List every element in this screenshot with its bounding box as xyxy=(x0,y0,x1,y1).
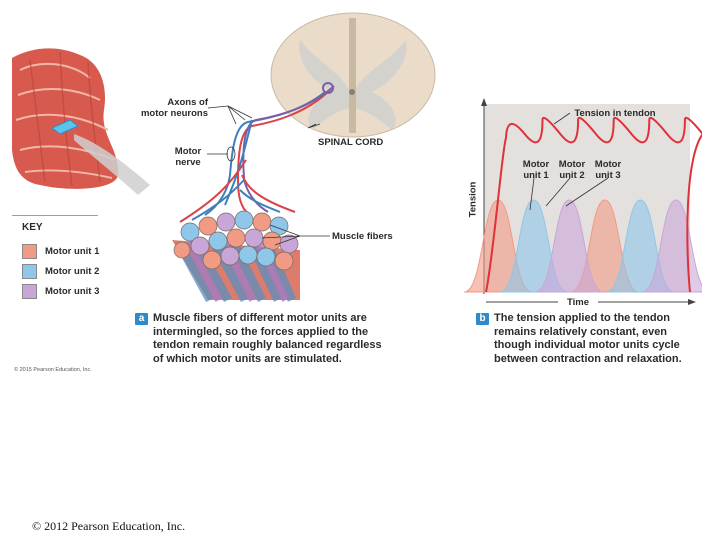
key-swatch xyxy=(22,263,37,279)
axons-label: Axons of motor neurons xyxy=(140,97,208,119)
y-axis-label: Tension xyxy=(467,181,479,218)
key-item-motor-unit-2: Motor unit 2 xyxy=(22,263,100,279)
tension-in-tendon-label: Tension in tendon xyxy=(574,108,656,119)
spinal-cord-label: SPINAL CORD xyxy=(318,137,384,148)
caption-line: of which motor units are stimulated. xyxy=(153,352,342,365)
axon-bundle xyxy=(179,85,335,223)
motor-unit-3-label: Motor unit 3 xyxy=(594,159,622,181)
caption-line: though individual motor units cycle xyxy=(494,339,680,351)
copyright-footer: © 2012 Pearson Education, Inc. xyxy=(32,519,186,533)
key-item-label: Motor unit 3 xyxy=(45,285,100,297)
spinal-cord-illustration xyxy=(270,12,436,138)
caption-line: The tension applied to the tendon xyxy=(494,312,670,324)
y-axis-arrow xyxy=(481,98,487,106)
caption-line: between contraction and relaxation. xyxy=(494,352,682,365)
arm-muscle-illustration xyxy=(12,48,119,189)
panel-b-caption: The tension applied to the tendon remain… xyxy=(494,312,714,366)
panel-a-badge: a xyxy=(135,313,148,325)
caption-line: Muscle fibers of different motor units a… xyxy=(153,312,367,324)
muscle-fibers-label: Muscle fibers xyxy=(332,231,393,242)
annotation-arrows xyxy=(529,112,609,211)
key-item-motor-unit-3: Motor unit 3 xyxy=(22,283,100,299)
motor-unit-peaks xyxy=(464,199,702,293)
x-axis-label: Time xyxy=(558,297,598,308)
key-item-label: Motor unit 2 xyxy=(45,265,100,277)
tension-in-tendon-line xyxy=(485,116,702,293)
panel-b-badge: b xyxy=(476,313,489,325)
panel-a-caption: Muscle fibers of different motor units a… xyxy=(153,312,413,366)
x-axis-arrow xyxy=(688,299,696,305)
key-title: KEY xyxy=(22,222,43,233)
motor-unit-1-label: Motor unit 1 xyxy=(522,159,550,181)
motor-unit-2-label: Motor unit 2 xyxy=(558,159,586,181)
zoom-callout xyxy=(74,134,150,195)
leader-lines xyxy=(207,105,330,246)
motor-unit-3-peak xyxy=(535,199,604,293)
key-swatch xyxy=(22,243,37,259)
panel-a-illustration xyxy=(12,12,436,303)
key-item-label: Motor unit 1 xyxy=(45,245,100,257)
key-item-motor-unit-1: Motor unit 1 xyxy=(22,243,100,259)
muscle-fiber-ends xyxy=(173,210,299,271)
copyright-small: © 2015 Pearson Education, Inc. xyxy=(14,367,92,373)
key-legend xyxy=(12,215,98,306)
tension-graph xyxy=(464,98,702,305)
caption-line: tendon remain roughly balanced regardles… xyxy=(153,339,382,351)
caption-line: remains relatively constant, even xyxy=(494,325,668,338)
caption-line: intermingled, so the forces applied to t… xyxy=(153,325,369,338)
key-swatch xyxy=(22,283,37,299)
motor-nerve-label: Motor nerve xyxy=(174,146,202,168)
